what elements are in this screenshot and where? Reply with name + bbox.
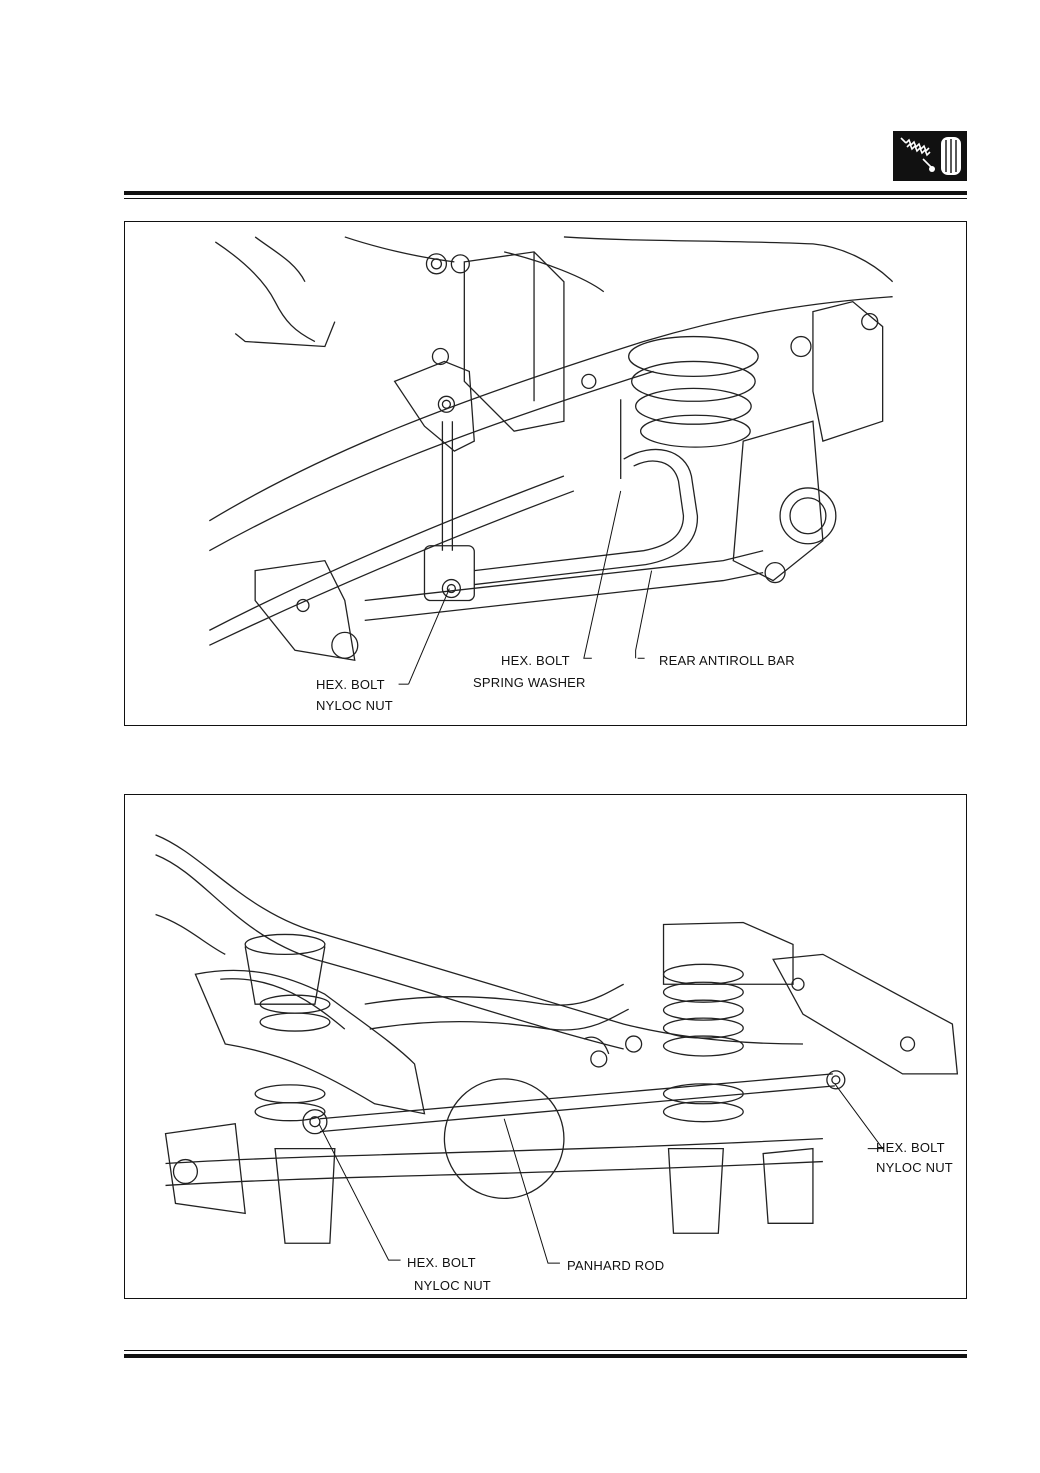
panhard-rod-leader-lines bbox=[318, 1083, 884, 1264]
callout-nyloc-nut: NYLOC NUT bbox=[316, 698, 393, 713]
callout-nyloc-nut: NYLOC NUT bbox=[876, 1160, 953, 1175]
suspension-section-icon bbox=[893, 131, 967, 181]
callout-hex-bolt: HEX. BOLT bbox=[407, 1255, 476, 1270]
callout-hex-bolt: HEX. BOLT bbox=[316, 677, 385, 692]
callout-spring-washer: SPRING WASHER bbox=[473, 675, 586, 690]
panhard-rod-illustration bbox=[155, 834, 959, 1244]
callout-nyloc-nut: NYLOC NUT bbox=[414, 1278, 491, 1293]
callout-hex-bolt: HEX. BOLT bbox=[876, 1140, 945, 1155]
antiroll-bar-leader-lines bbox=[398, 490, 653, 685]
header-rule-thick bbox=[124, 191, 967, 195]
figure-panhard-rod: HEX. BOLT NYLOC NUT HEX. BOLT NYLOC NUT … bbox=[124, 794, 967, 1299]
figure-rear-antiroll-bar: HEX. BOLT NYLOC NUT HEX. BOLT SPRING WAS… bbox=[124, 221, 967, 726]
callout-hex-bolt: HEX. BOLT bbox=[501, 653, 570, 668]
header-rule-thin bbox=[124, 198, 967, 199]
antiroll-bar-illustration bbox=[209, 236, 894, 662]
callout-rear-antiroll-bar: REAR ANTIROLL BAR bbox=[659, 653, 795, 668]
footer-rule-thick bbox=[124, 1354, 967, 1358]
callout-panhard-rod: PANHARD ROD bbox=[567, 1258, 665, 1273]
footer-rule-thin bbox=[124, 1350, 967, 1351]
